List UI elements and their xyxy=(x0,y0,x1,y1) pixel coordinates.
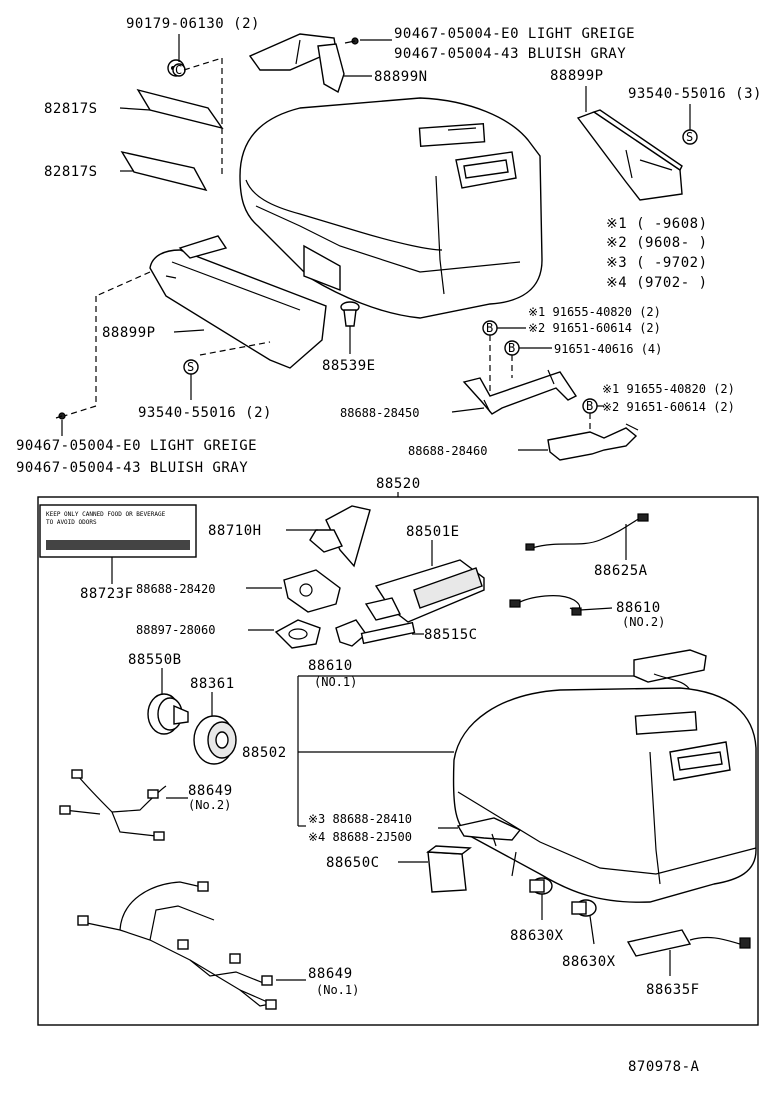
label-88501e: 88501E xyxy=(406,524,460,540)
label-88688-28460: 88688-28460 xyxy=(408,444,487,458)
label-88688-2j500: ※4 88688-2J500 xyxy=(308,830,412,844)
label-90467-43-left: 90467-05004-43 BLUISH GRAY xyxy=(16,460,248,476)
sensor-88630x-b-part xyxy=(571,899,597,917)
bracket-88688-28410-part xyxy=(456,817,522,847)
label-91651-top: ※2 91651-60614 (2) xyxy=(528,321,661,335)
svg-text:KEEP ONLY CANNED FOOD OR BEVER: KEEP ONLY CANNED FOOD OR BEVERAGE xyxy=(46,511,166,518)
label-88520: 88520 xyxy=(376,476,421,492)
label-88649-no1: 88649 xyxy=(308,966,353,982)
label-91655-top: ※1 91655-40820 (2) xyxy=(528,305,661,319)
label-88635f: 88635F xyxy=(646,982,700,998)
label-88649-no1-sub: (No.1) xyxy=(316,983,359,997)
svg-text:S: S xyxy=(187,360,194,374)
label-88502: 88502 xyxy=(242,745,287,761)
bracket-88688-28460-part xyxy=(547,423,639,461)
strip-82817s-lower xyxy=(120,150,208,192)
label-88723f: 88723F xyxy=(80,586,134,602)
label-88550b: 88550B xyxy=(128,652,182,668)
bracket-88899p-left-part xyxy=(149,235,327,369)
motor-88550b-part xyxy=(147,693,189,735)
svg-text:B: B xyxy=(486,321,493,335)
label-88515c: 88515C xyxy=(424,627,478,643)
label-88361: 88361 xyxy=(190,676,235,692)
bracket-88899n-part xyxy=(248,33,345,94)
harness-88625a-part xyxy=(525,513,649,551)
harness-88610-no2-part xyxy=(509,595,582,616)
screw-90467-top-part xyxy=(344,37,359,45)
label-88710h: 88710H xyxy=(208,523,262,539)
module-88650c-part xyxy=(426,845,472,893)
screw-90467-left-part xyxy=(55,412,66,420)
callout-b-3: B xyxy=(582,398,598,414)
label-88897-28060: 88897-28060 xyxy=(136,623,215,637)
label-91655-bot: ※1 91655-40820 (2) xyxy=(602,382,735,396)
label-88688-28450: 88688-28450 xyxy=(340,406,419,420)
note-2: ※2 (9608- ) xyxy=(606,235,708,251)
harness-88649-no2-part xyxy=(59,769,167,841)
label-88688-28410: ※3 88688-28410 xyxy=(308,812,412,826)
bracket-88688-28450-part xyxy=(462,369,578,415)
label-88650c: 88650C xyxy=(326,855,380,871)
cover-88710h-part xyxy=(309,505,371,568)
part-88515c xyxy=(335,619,416,647)
label-90467-43-top: 90467-05004-43 BLUISH GRAY xyxy=(394,46,626,62)
note-1: ※1 ( -9608) xyxy=(606,216,708,232)
label-90179: 90179-06130 (2) xyxy=(126,16,260,32)
label-91651-bot: ※2 91651-60614 (2) xyxy=(602,400,735,414)
label-88539e: 88539E xyxy=(322,358,376,374)
switch-88635f-part xyxy=(626,929,751,957)
note-4: ※4 (9702- ) xyxy=(606,275,708,291)
label-93540-top: 93540-55016 (3) xyxy=(628,86,760,102)
label-88625a: 88625A xyxy=(594,563,648,579)
label-91651-40616: 91651-40616 (4) xyxy=(554,342,662,356)
clip-88539e-part xyxy=(340,301,360,327)
diagram-id: 870978-A xyxy=(628,1059,700,1075)
ring-88897-part xyxy=(274,619,321,649)
label-88630x-b: 88630X xyxy=(562,954,616,970)
part-88610-no1 xyxy=(633,649,707,691)
callout-c: C xyxy=(172,63,186,77)
svg-text:B: B xyxy=(508,341,515,355)
cooler-body-88502-part xyxy=(452,687,757,903)
label-88899n: 88899N xyxy=(374,69,428,85)
svg-text:TO AVOID ODORS: TO AVOID ODORS xyxy=(46,519,97,526)
svg-text:S: S xyxy=(686,130,693,144)
strip-82817s-upper xyxy=(136,88,224,130)
cooler-lid-upper-part xyxy=(239,97,543,319)
bracket-88688-28420-part xyxy=(283,569,341,613)
callout-b-2: B xyxy=(504,340,520,356)
fan-88361-part xyxy=(193,715,237,765)
unit-88501e-part xyxy=(364,559,485,623)
label-93540-left: 93540-55016 (2) xyxy=(138,405,272,421)
label-88610-no1: 88610 xyxy=(308,658,353,674)
callout-s-left: S xyxy=(183,359,199,375)
label-88630x-a: 88630X xyxy=(510,928,564,944)
label-82817s-a: 82817S xyxy=(44,101,98,117)
note-3: ※3 ( -9702) xyxy=(606,255,708,271)
bracket-88899p-top-part xyxy=(576,109,683,201)
label-88899p-top: 88899P xyxy=(550,68,604,84)
label-88649-no2-sub: (No.2) xyxy=(188,798,231,812)
label-88610-no1-sub: (NO.1) xyxy=(314,675,357,689)
label-88610-no2-sub: (NO.2) xyxy=(622,615,665,629)
svg-text:B: B xyxy=(586,399,593,413)
harness-88649-no1-part xyxy=(77,881,277,1010)
label-90467-e0-left: 90467-05004-E0 LIGHT GREIGE xyxy=(16,438,257,454)
label-88610-no2: 88610 xyxy=(616,600,661,616)
label-82817s-b: 82817S xyxy=(44,164,98,180)
callout-b-1: B xyxy=(482,320,498,336)
label-88899p-left: 88899P xyxy=(102,325,156,341)
svg-text:C: C xyxy=(175,63,182,77)
callout-s-top: S xyxy=(682,129,698,145)
label-90467-e0-top: 90467-05004-E0 LIGHT GREIGE xyxy=(394,26,635,42)
assembly-88520-frame xyxy=(37,496,759,1026)
label-88688-28420: 88688-28420 xyxy=(136,582,215,596)
sticker-88723f-part: KEEP ONLY CANNED FOOD OR BEVERAGE TO AVO… xyxy=(39,504,197,558)
sensor-88630x-a-part xyxy=(511,851,553,895)
label-88649-no2: 88649 xyxy=(188,783,233,799)
